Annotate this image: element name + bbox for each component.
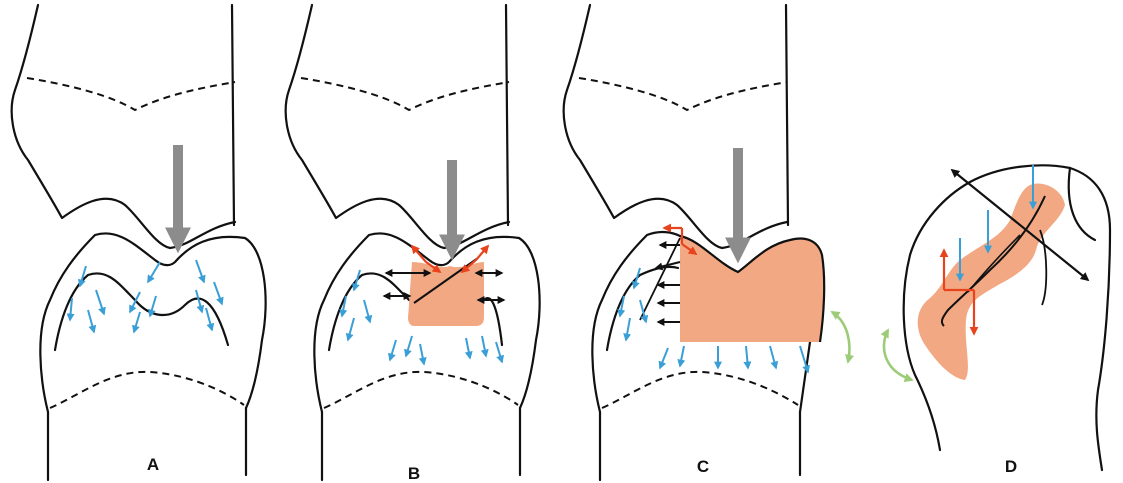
panel-a-stress-arrows [70,260,222,332]
panel-d-label: D [1005,457,1017,476]
panel-d-lesion [918,184,1065,380]
panel-a-label: A [147,455,159,474]
panel-b-label: B [408,464,420,483]
panel-a-lower-bone [40,233,265,480]
panel-b-upper-bone [286,5,509,248]
panel-d: D [884,165,1110,476]
panel-c: C [564,5,850,480]
panel-c-upper-bone [564,5,788,248]
panel-b: B [286,5,540,483]
panel-c-lesion [680,236,824,342]
panel-b-lesion [408,262,484,326]
panel-c-displacement-arrows [640,238,680,322]
panel-a-upper-bone [12,5,235,248]
panel-a: A [12,5,266,480]
panel-c-rotation-arrow [832,312,849,362]
panel-c-label: C [697,457,709,476]
